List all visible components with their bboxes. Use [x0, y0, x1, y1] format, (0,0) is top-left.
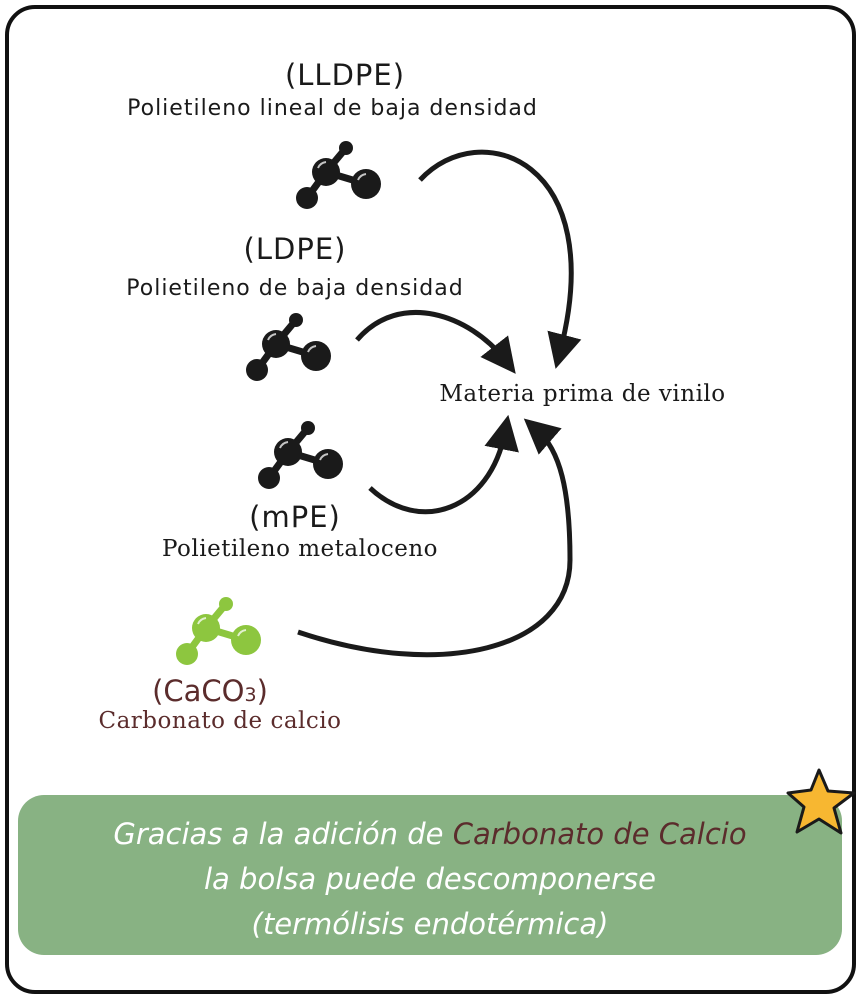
- mpe-name: Polietileno metaloceno: [162, 536, 438, 562]
- lldpe-name: Polietileno lineal de baja densidad: [127, 96, 538, 121]
- mpe-abbr: (mPE): [249, 500, 341, 534]
- banner-line-1: Gracias a la adición de Carbonato de Cal…: [18, 812, 842, 857]
- info-banner: [18, 795, 842, 955]
- banner-line-2: la bolsa puede descomponerse: [204, 862, 656, 896]
- banner-highlight: Carbonato de Calcio: [452, 817, 747, 851]
- star-icon: [786, 768, 856, 835]
- ldpe-abbr: (LDPE): [243, 232, 347, 266]
- arrow-lldpe: [418, 149, 582, 369]
- arrow-ldpe: [355, 309, 516, 374]
- banner-line-3: (termólisis endotérmica): [251, 907, 609, 941]
- caco3-abbr-main: (CaCO: [152, 674, 245, 708]
- caco3-name: Carbonato de calcio: [98, 708, 342, 734]
- caco3-abbr-sub: 3: [244, 684, 257, 706]
- lldpe-abbr: (LLDPE): [284, 58, 406, 92]
- molecule-icon: [296, 141, 381, 209]
- target-label: Materia prima de vinilo: [439, 381, 726, 407]
- caco3-abbr-end: ): [256, 674, 268, 708]
- arrow-caco3: [297, 418, 573, 658]
- arrow-mpe: [368, 414, 519, 515]
- ldpe-name: Polietileno de baja densidad: [126, 276, 464, 301]
- banner-line-1-pre: Gracias a la adición de: [113, 817, 453, 851]
- caco3-abbr: (CaCO3): [110, 674, 310, 708]
- banner-text: Gracias a la adición de Carbonato de Cal…: [18, 812, 842, 947]
- molecule-icon: [246, 313, 331, 381]
- molecule-icon: [176, 597, 261, 665]
- molecule-icon: [258, 421, 343, 489]
